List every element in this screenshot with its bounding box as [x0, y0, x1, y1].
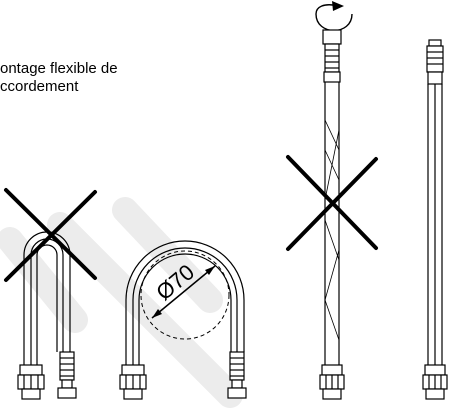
cross-mark-2 — [286, 155, 378, 251]
dimension-arrow-start — [152, 309, 162, 318]
twisted-hose — [315, 1, 353, 400]
caption-text: ontage flexible de ccordement — [0, 60, 170, 96]
caption-line-1: ontage flexible de — [0, 60, 118, 77]
dimension-arrow-end — [205, 266, 215, 275]
cross-mark-1 — [4, 188, 97, 282]
min-diameter-circle — [140, 250, 230, 340]
bent-hose-too-tight — [17, 231, 77, 400]
caption-line-2: ccordement — [0, 78, 79, 95]
straight-hose — [422, 39, 448, 400]
watermark — [0, 197, 243, 408]
dimension-line — [151, 265, 216, 319]
